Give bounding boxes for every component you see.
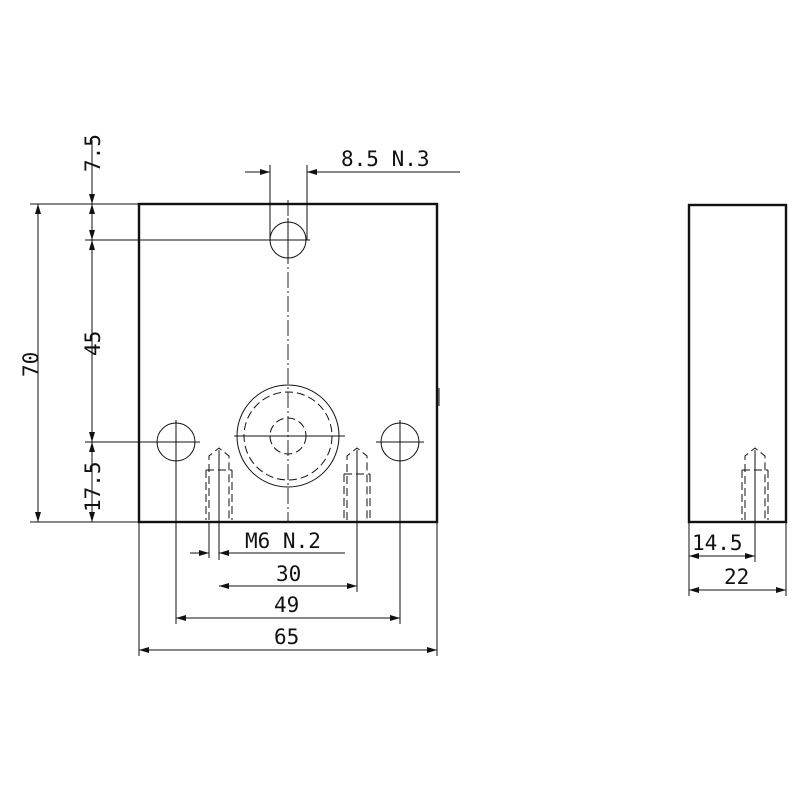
side-outline xyxy=(687,203,788,524)
through-hole-top xyxy=(266,218,310,262)
tapped-hole-left xyxy=(205,447,233,560)
through-hole-right xyxy=(376,420,424,522)
dim-vertical-hole-spacing: 45 xyxy=(81,331,105,356)
through-hole-left xyxy=(150,420,200,522)
dim-tapped-spacing: 30 xyxy=(276,562,301,586)
dim-horizontal-hole-spacing: 49 xyxy=(274,593,299,617)
tapped-hole-right xyxy=(343,447,371,592)
dim-tapped-offset: 14.5 xyxy=(692,531,743,555)
central-port xyxy=(234,384,345,488)
extension-lines xyxy=(30,165,438,656)
dim-top-offset: 7.5 xyxy=(81,134,105,172)
dim-tapped-holes: M6 N.2 xyxy=(245,529,321,553)
dim-width: 65 xyxy=(274,625,299,649)
dim-bottom-offset: 17.5 xyxy=(81,461,105,512)
dimension-lines xyxy=(35,140,460,653)
dim-height: 70 xyxy=(19,352,43,377)
dim-through-holes: 8.5 N.3 xyxy=(341,147,430,171)
dim-depth: 22 xyxy=(724,565,749,589)
tapped-hole-side xyxy=(741,447,769,562)
front-view xyxy=(137,200,440,592)
side-view: 14.5 22 xyxy=(687,203,788,596)
